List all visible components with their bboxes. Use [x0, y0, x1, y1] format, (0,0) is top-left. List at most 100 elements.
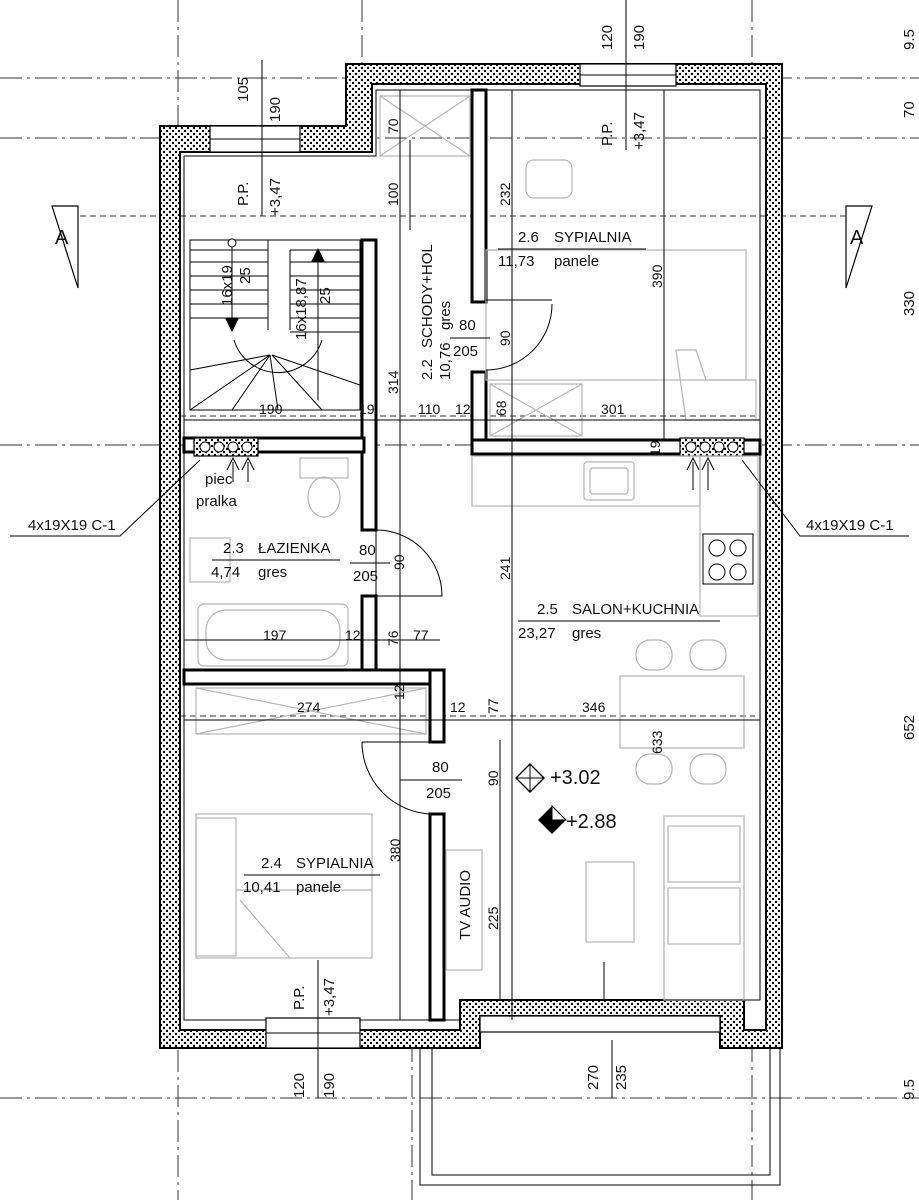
- room-area: 11,73: [498, 253, 534, 270]
- svg-text:P.P.: P.P.: [599, 122, 616, 146]
- stairs-labels: 16x19 25 16x18,87 25: [219, 265, 334, 340]
- svg-text:232: 232: [497, 182, 513, 206]
- chimney-left: [193, 437, 259, 482]
- room-floor: panele: [296, 879, 341, 896]
- living-furniture: [445, 815, 745, 1001]
- svg-text:190: 190: [267, 97, 284, 122]
- svg-text:16x19: 16x19: [219, 265, 236, 306]
- svg-text:100: 100: [385, 182, 401, 206]
- svg-text:105: 105: [235, 77, 252, 102]
- room-number: 2.3: [223, 540, 244, 557]
- svg-text:12: 12: [345, 627, 361, 643]
- room-name: SYPIALNIA: [554, 229, 632, 246]
- section-mark-right: A: [845, 205, 873, 289]
- dimension-labels: 70 100 232 390 90 190 19 314 110 12 68 3…: [259, 118, 665, 930]
- svg-text:80: 80: [359, 542, 376, 559]
- svg-text:+3.02: +3.02: [550, 767, 601, 789]
- svg-text:330: 330: [901, 291, 918, 316]
- bedroom-26-furniture: [485, 159, 757, 421]
- svg-text:+3,47: +3,47: [321, 978, 338, 1016]
- room-area: 10,41: [243, 879, 281, 896]
- svg-text:+3,47: +3,47: [267, 178, 284, 216]
- chimney-right: [679, 437, 745, 490]
- svg-text:12: 12: [391, 684, 407, 700]
- svg-text:12: 12: [455, 401, 471, 417]
- section-label-right: A: [850, 227, 864, 249]
- svg-text:76: 76: [385, 630, 401, 646]
- bedroom-24-furniture: [195, 813, 373, 959]
- room-area: 10,76: [437, 342, 454, 380]
- misc-labels: 4x19X19 C-1 4x19X19 C-1 piec pralka TV A…: [28, 29, 918, 1100]
- svg-text:190: 190: [631, 25, 648, 50]
- dimension-lines: [184, 90, 760, 1020]
- svg-text:80: 80: [459, 317, 476, 334]
- svg-text:+2.88: +2.88: [566, 811, 617, 833]
- svg-text:16x18,87: 16x18,87: [293, 278, 310, 340]
- svg-text:70: 70: [901, 101, 918, 118]
- svg-text:346: 346: [582, 699, 606, 715]
- door-swings: [361, 299, 553, 815]
- svg-text:90: 90: [485, 770, 501, 786]
- door-label-bath: 80 205: [350, 542, 390, 585]
- room-label-2-6: 2.6 SYPIALNIA 11,73 panele: [498, 229, 646, 270]
- svg-text:P.P.: P.P.: [291, 986, 308, 1010]
- window-label-top-right: 120 190 P.P. +3,47: [599, 0, 648, 150]
- room-name: SALON+KUCHNIA: [572, 601, 699, 618]
- room-number: 2.5: [537, 601, 558, 618]
- svg-text:241: 241: [497, 556, 513, 580]
- window-top-left: [209, 125, 301, 153]
- room-name: SYPIALNIA: [296, 855, 374, 872]
- room-floor: panele: [554, 253, 599, 270]
- staircase: [189, 238, 361, 411]
- room-name: ŁAZIENKA: [258, 540, 331, 557]
- svg-text:652: 652: [901, 715, 918, 740]
- room-area: 23,27: [518, 625, 556, 642]
- window-label-top-left: 105 190 P.P. +3,47: [235, 60, 284, 216]
- room-floor: gres: [258, 564, 287, 581]
- door-label-stairs: 80 205: [450, 317, 490, 360]
- door-label-bed24: 80 205: [400, 759, 462, 802]
- svg-text:633: 633: [649, 730, 665, 754]
- room-floor: gres: [572, 625, 601, 642]
- chimney-label-left: 4x19X19 C-1: [28, 517, 116, 534]
- room-name: SCHODY+HOL: [419, 244, 436, 348]
- section-label-left: A: [55, 227, 69, 249]
- svg-text:380: 380: [387, 838, 403, 862]
- room-label-2-4: 2.4 SYPIALNIA 10,41 panele: [243, 855, 380, 896]
- svg-text:120: 120: [291, 1073, 308, 1098]
- svg-text:+3,47: +3,47: [631, 112, 648, 150]
- chimney-leader-lines: [10, 459, 909, 537]
- svg-text:190: 190: [259, 401, 283, 417]
- svg-text:9.5: 9.5: [901, 29, 918, 50]
- svg-text:25: 25: [237, 267, 254, 284]
- svg-text:205: 205: [453, 343, 478, 360]
- svg-text:390: 390: [649, 264, 665, 288]
- closet: [195, 95, 583, 735]
- kitchen-fixtures: [471, 455, 759, 617]
- window-label-bottom-left: P.P. +3,47 120 190: [291, 960, 338, 1098]
- room-label-2-2: 2.2 SCHODY+HOL 10,76 gres: [419, 244, 454, 380]
- svg-text:197: 197: [263, 627, 287, 643]
- svg-text:270: 270: [585, 1065, 602, 1090]
- svg-text:205: 205: [353, 568, 378, 585]
- window-top-right: [579, 63, 677, 87]
- room-number: 2.4: [261, 855, 282, 872]
- room-label-2-5: 2.5 SALON+KUCHNIA 23,27 gres: [518, 601, 720, 642]
- svg-text:77: 77: [413, 627, 429, 643]
- svg-text:25: 25: [317, 287, 334, 304]
- room-label-2-3: 2.3 ŁAZIENKA 4,74 gres: [211, 540, 340, 581]
- svg-text:120: 120: [599, 25, 616, 50]
- svg-text:274: 274: [297, 699, 321, 715]
- interior-walls: [182, 88, 762, 1022]
- level-markers: [515, 763, 568, 834]
- svg-text:190: 190: [321, 1073, 338, 1098]
- svg-text:314: 314: [385, 370, 401, 394]
- svg-text:225: 225: [485, 906, 501, 930]
- tv-label: TV AUDIO: [457, 870, 474, 940]
- svg-text:110: 110: [418, 401, 441, 417]
- svg-text:12: 12: [450, 699, 466, 715]
- svg-text:77: 77: [485, 698, 501, 714]
- svg-text:19: 19: [647, 440, 663, 456]
- svg-text:70: 70: [385, 118, 401, 134]
